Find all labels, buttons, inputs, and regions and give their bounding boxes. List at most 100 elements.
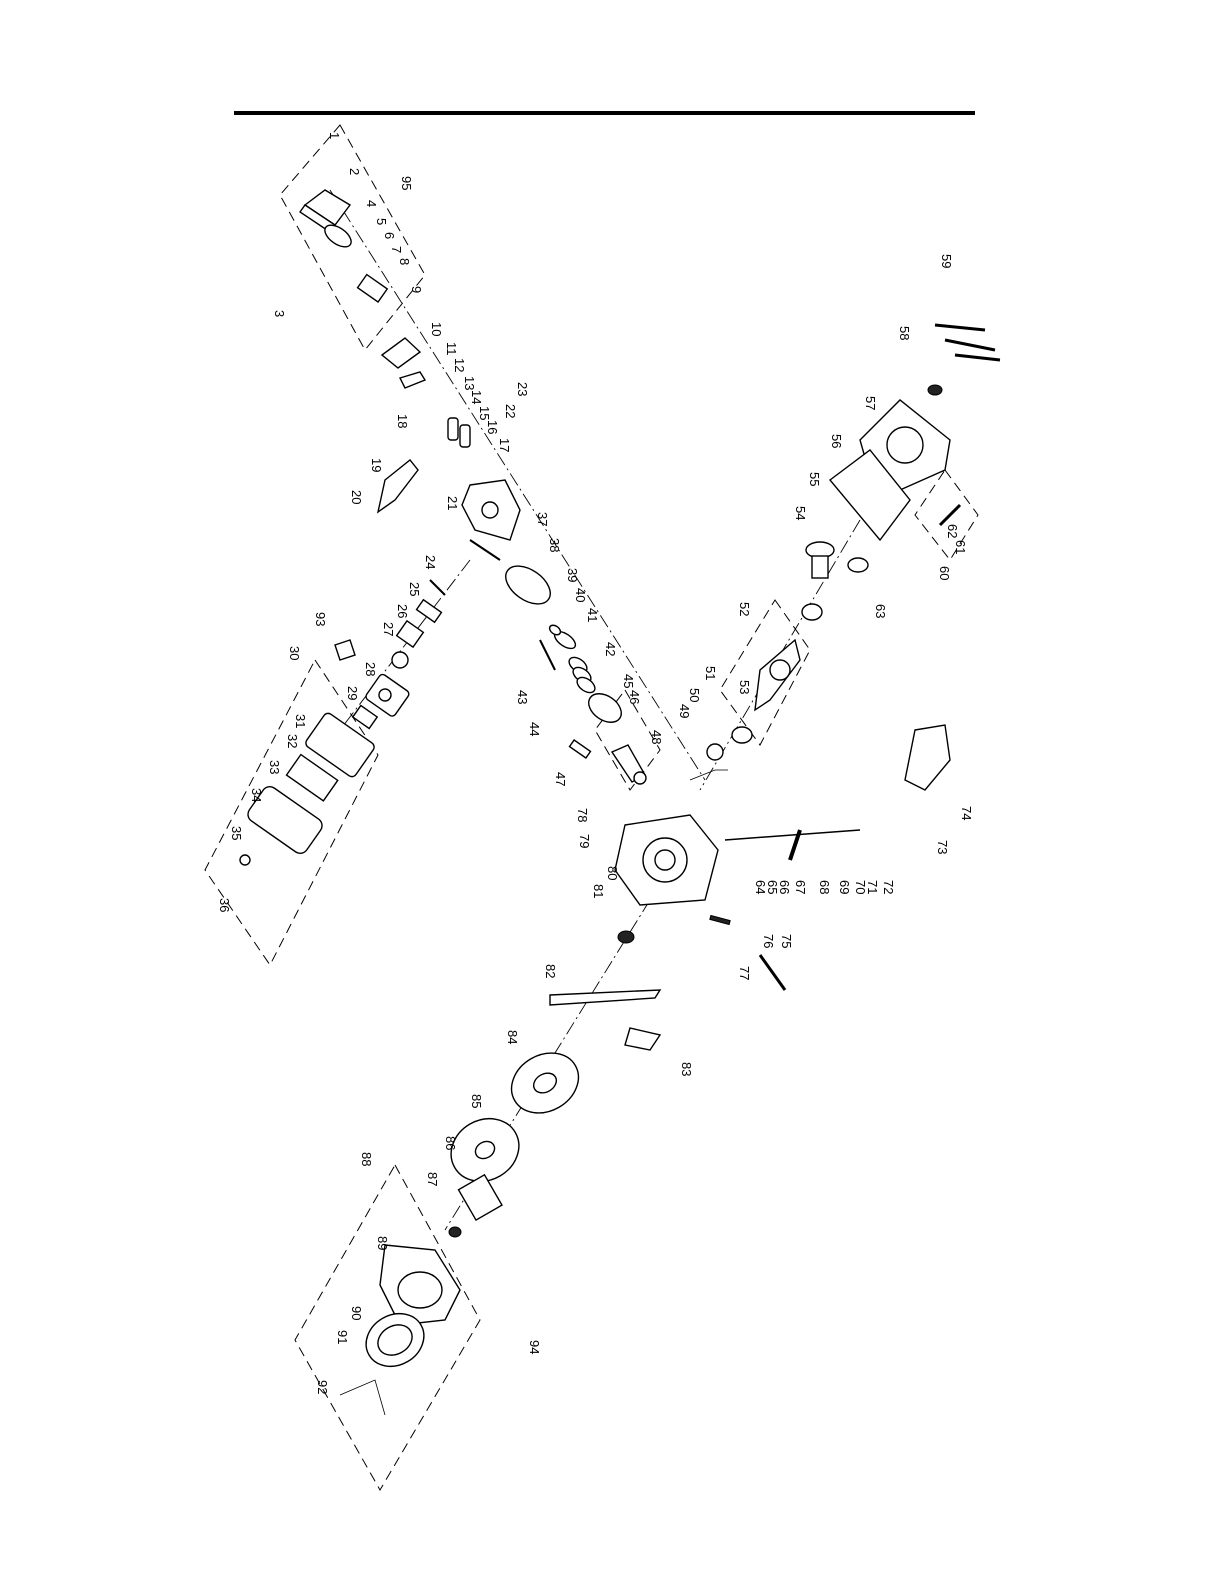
callout-59: 59 bbox=[939, 254, 954, 268]
callout-34: 34 bbox=[249, 788, 264, 802]
group-95 bbox=[280, 125, 425, 350]
carb-spacer bbox=[392, 652, 408, 668]
bracket-73-74 bbox=[905, 725, 950, 790]
wing-nut bbox=[240, 855, 250, 865]
bearing-upper bbox=[802, 604, 822, 620]
callout-83: 83 bbox=[679, 1062, 694, 1076]
bearing-lower bbox=[732, 727, 752, 743]
piston bbox=[583, 688, 626, 728]
callout-42: 42 bbox=[603, 642, 618, 656]
callout-41: 41 bbox=[585, 608, 600, 622]
callout-67: 67 bbox=[793, 880, 808, 894]
valve-springs bbox=[448, 418, 470, 447]
callout-3: 3 bbox=[272, 310, 287, 317]
callout-24: 24 bbox=[423, 555, 438, 569]
callout-95: 95 bbox=[399, 176, 414, 190]
callout-78: 78 bbox=[575, 808, 590, 822]
cylinder-head bbox=[462, 480, 520, 540]
callout-22: 22 bbox=[503, 404, 518, 418]
callout-71: 71 bbox=[865, 880, 880, 894]
callout-58: 58 bbox=[897, 326, 912, 340]
callout-63: 63 bbox=[873, 604, 888, 618]
carburetor bbox=[364, 673, 410, 718]
callout-61: 61 bbox=[953, 540, 968, 554]
callout-76: 76 bbox=[761, 934, 776, 948]
callout-69: 69 bbox=[837, 880, 852, 894]
push-rods bbox=[430, 540, 500, 595]
spring-77 bbox=[710, 915, 730, 924]
callout-21: 21 bbox=[445, 496, 460, 510]
callout-6: 6 bbox=[382, 232, 397, 239]
callout-2: 2 bbox=[347, 168, 362, 175]
callout-87: 87 bbox=[425, 1172, 440, 1186]
callout-57: 57 bbox=[863, 396, 878, 410]
callout-27: 27 bbox=[381, 622, 396, 636]
callout-74: 74 bbox=[959, 806, 974, 820]
callout-36: 36 bbox=[217, 898, 232, 912]
callout-92: 92 bbox=[315, 1380, 330, 1394]
callout-4: 4 bbox=[364, 200, 379, 207]
callout-44: 44 bbox=[527, 722, 542, 736]
rocker-arm bbox=[400, 372, 425, 388]
bracket-93 bbox=[335, 640, 355, 660]
rings-and-pin bbox=[548, 623, 578, 652]
callout-8: 8 bbox=[397, 258, 412, 265]
oil-seal-81 bbox=[618, 931, 634, 943]
governor-linkage bbox=[725, 830, 860, 860]
callout-82: 82 bbox=[543, 964, 558, 978]
bracket-83 bbox=[625, 1028, 660, 1050]
oil-seal-58 bbox=[928, 385, 942, 395]
rocker-cover bbox=[300, 190, 350, 232]
callout-10: 10 bbox=[429, 322, 444, 336]
dipstick-43 bbox=[540, 640, 555, 670]
callout-35: 35 bbox=[229, 826, 244, 840]
carb-gasket bbox=[397, 621, 424, 647]
flywheel bbox=[501, 1041, 590, 1124]
callout-73: 73 bbox=[935, 840, 950, 854]
callout-9: 9 bbox=[409, 286, 424, 293]
callout-32: 32 bbox=[285, 734, 300, 748]
carb-axis bbox=[340, 560, 470, 730]
callout-14: 14 bbox=[469, 390, 484, 404]
callout-66: 66 bbox=[777, 880, 792, 894]
starter-handle bbox=[340, 1380, 385, 1415]
callout-60: 60 bbox=[937, 566, 952, 580]
piston-rings bbox=[566, 654, 597, 695]
callout-55: 55 bbox=[807, 472, 822, 486]
callout-51: 51 bbox=[703, 666, 718, 680]
callout-15: 15 bbox=[477, 406, 492, 420]
callout-80: 80 bbox=[605, 866, 620, 880]
callout-29: 29 bbox=[345, 686, 360, 700]
callout-53: 53 bbox=[737, 680, 752, 694]
callout-40: 40 bbox=[573, 588, 588, 602]
callout-18: 18 bbox=[395, 414, 410, 428]
callout-45: 45 bbox=[621, 674, 636, 688]
ignition-coil-82 bbox=[550, 990, 660, 1005]
piston-pin bbox=[570, 740, 591, 758]
crankcase bbox=[615, 815, 718, 905]
insulator bbox=[417, 600, 442, 622]
callout-12: 12 bbox=[452, 358, 467, 372]
callout-68: 68 bbox=[817, 880, 832, 894]
callout-91: 91 bbox=[335, 1330, 350, 1344]
callout-77: 77 bbox=[737, 966, 752, 980]
callout-75: 75 bbox=[779, 934, 794, 948]
callout-81: 81 bbox=[591, 884, 606, 898]
callout-5: 5 bbox=[374, 218, 389, 225]
callout-47: 47 bbox=[553, 772, 568, 786]
callout-56: 56 bbox=[829, 434, 844, 448]
callout-13: 13 bbox=[462, 376, 477, 390]
callout-17: 17 bbox=[497, 438, 512, 452]
callout-38: 38 bbox=[547, 538, 562, 552]
callout-16: 16 bbox=[485, 420, 500, 434]
callout-52: 52 bbox=[737, 602, 752, 616]
valve-cover-gasket bbox=[382, 338, 420, 368]
callout-7: 7 bbox=[389, 246, 404, 253]
callout-25: 25 bbox=[407, 582, 422, 596]
crankshaft bbox=[755, 640, 800, 710]
rod-75 bbox=[760, 955, 785, 990]
callout-89: 89 bbox=[375, 1236, 390, 1250]
callout-39: 39 bbox=[565, 568, 580, 582]
callout-50: 50 bbox=[687, 688, 702, 702]
